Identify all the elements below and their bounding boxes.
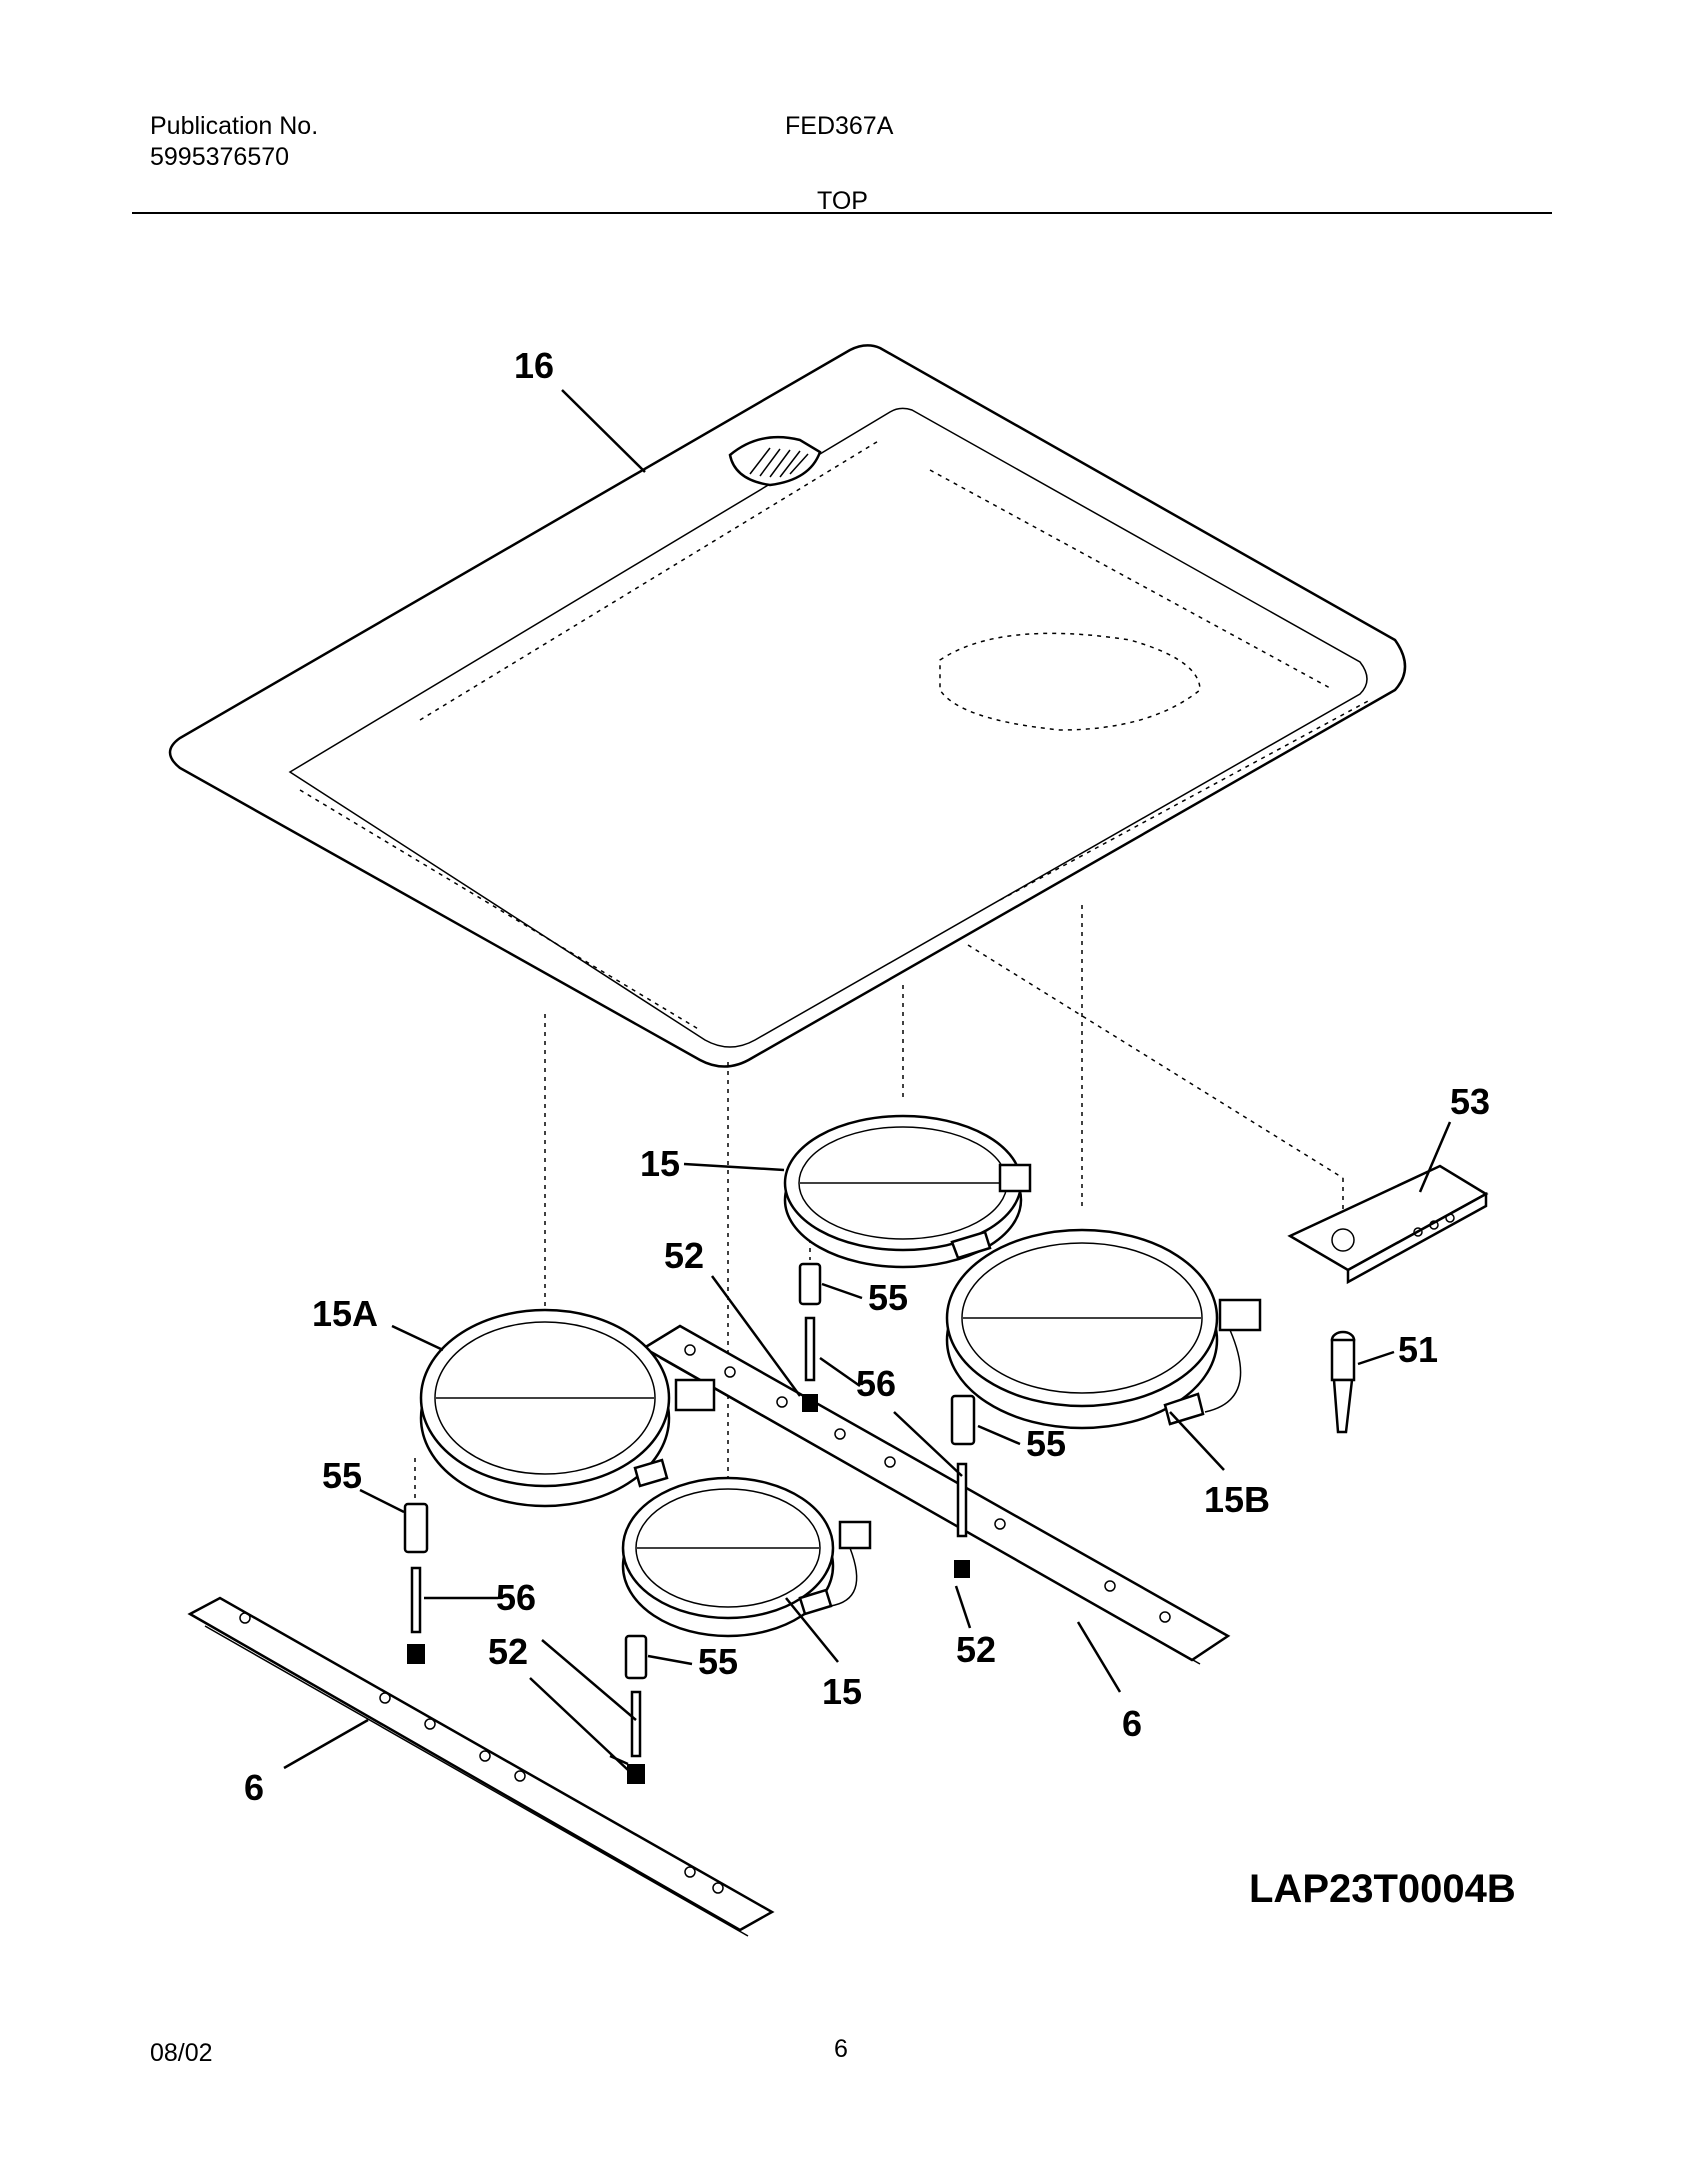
callout-56-right: 56 bbox=[856, 1363, 896, 1404]
callout-6-right: 6 bbox=[1122, 1703, 1142, 1744]
section-title: TOP bbox=[817, 187, 868, 215]
page-number: 6 bbox=[834, 2035, 848, 2063]
callout-55-left: 55 bbox=[322, 1455, 362, 1496]
surface-element-bottom bbox=[621, 1476, 872, 1638]
callout-55-bottom: 55 bbox=[698, 1641, 738, 1682]
publication-number: 5995376570 bbox=[150, 143, 290, 171]
callout-55-right: 55 bbox=[1026, 1423, 1066, 1464]
leader-lines bbox=[283, 389, 1452, 1771]
callout-52-top: 52 bbox=[664, 1235, 704, 1276]
surface-element-15A bbox=[419, 1308, 716, 1508]
bracket-right bbox=[641, 1324, 1231, 1665]
drawing-code: LAP23T0004B bbox=[1249, 1867, 1516, 1911]
callout-53: 53 bbox=[1450, 1081, 1490, 1122]
callout-52-left: 52 bbox=[488, 1631, 528, 1672]
callout-15-top: 15 bbox=[640, 1143, 680, 1184]
spacer-hardware bbox=[403, 1262, 976, 1680]
nut-hardware bbox=[407, 1394, 970, 1784]
callout-15A: 15A bbox=[312, 1293, 378, 1334]
surface-element-top bbox=[783, 1114, 1032, 1269]
infinite-switch bbox=[1330, 1330, 1356, 1434]
callouts: 16 15 15A 15B 15 52 52 52 55 55 55 55 56… bbox=[244, 345, 1490, 1808]
callout-15-bottom: 15 bbox=[822, 1671, 862, 1712]
screw-hardware bbox=[410, 1316, 968, 1758]
callout-52-right: 52 bbox=[956, 1629, 996, 1670]
callout-51: 51 bbox=[1398, 1329, 1438, 1370]
switch-bracket bbox=[1287, 1164, 1489, 1285]
bracket-left bbox=[187, 1596, 775, 1937]
callout-16: 16 bbox=[514, 345, 554, 386]
surface-element-15B bbox=[945, 1228, 1262, 1430]
footer-date: 08/02 bbox=[150, 2039, 213, 2067]
model-number: FED367A bbox=[785, 112, 894, 140]
callout-56-left: 56 bbox=[496, 1577, 536, 1618]
publication-label: Publication No. bbox=[150, 112, 319, 140]
header-rule bbox=[132, 212, 1552, 214]
callout-6-left: 6 bbox=[244, 1767, 264, 1808]
cooktop-glass bbox=[168, 344, 1407, 1068]
callout-15B: 15B bbox=[1204, 1479, 1270, 1520]
callout-55-top: 55 bbox=[868, 1277, 908, 1318]
